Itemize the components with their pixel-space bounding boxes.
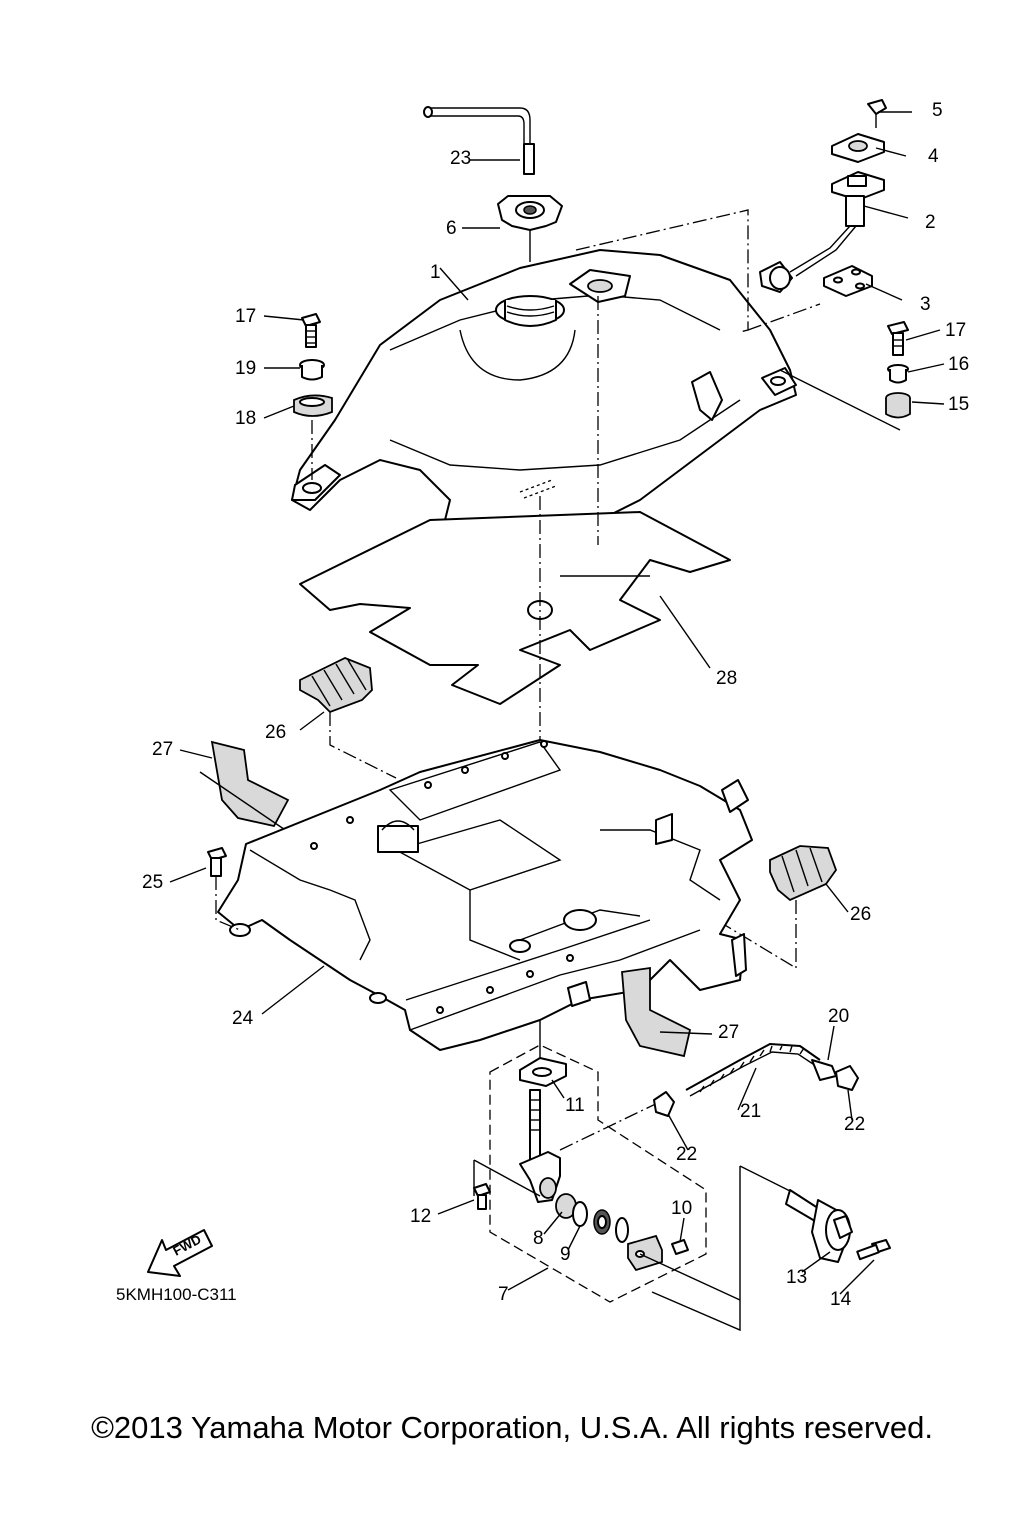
fwd-arrow-icon: FWD xyxy=(147,1229,213,1277)
leader-lines xyxy=(169,111,945,1295)
callout-6: 6 xyxy=(446,218,457,239)
right-mounting-hardware xyxy=(779,321,911,431)
callout-1: 1 xyxy=(430,262,441,283)
callout-21: 21 xyxy=(740,1101,761,1122)
callout-19: 19 xyxy=(235,358,256,379)
figure-code: 5KMH100-C311 xyxy=(116,1285,237,1304)
callout-12: 12 xyxy=(410,1206,431,1227)
fuel-tank-part xyxy=(291,249,797,585)
callout-20: 20 xyxy=(828,1006,849,1027)
callout-26: 26 xyxy=(265,722,286,743)
drain-part xyxy=(785,1189,891,1263)
callout-7: 7 xyxy=(498,1284,509,1305)
copyright-notice: ©2013 Yamaha Motor Corporation, U.S.A. A… xyxy=(91,1410,933,1445)
fuel-sender-part xyxy=(575,99,887,333)
callout-15: 15 xyxy=(948,394,969,415)
heat-guard-right-part xyxy=(621,966,692,1058)
fuel-cap-part xyxy=(497,195,563,262)
callout-8: 8 xyxy=(533,1228,544,1249)
callout-5: 5 xyxy=(932,100,943,121)
cushion-left-part xyxy=(299,657,397,779)
callout-4: 4 xyxy=(928,146,939,167)
vent-hose-part xyxy=(423,106,535,175)
callout-25: 25 xyxy=(142,872,163,893)
callout-13: 13 xyxy=(786,1267,807,1288)
bolt-25-part xyxy=(207,847,241,931)
callout-9: 9 xyxy=(560,1244,571,1265)
callout-16: 16 xyxy=(948,354,969,375)
callout-17: 17 xyxy=(235,306,256,327)
callout-14: 14 xyxy=(830,1289,852,1310)
callout-27: 27 xyxy=(152,739,173,760)
fuel-hose-part xyxy=(653,1043,859,1117)
callout-23: 23 xyxy=(450,148,471,169)
callout-22: 22 xyxy=(676,1144,697,1165)
callout-26: 26 xyxy=(850,904,871,925)
callout-24: 24 xyxy=(232,1008,254,1029)
callout-labels: 1234567891011121314151617171819202122222… xyxy=(142,100,969,1310)
callout-22: 22 xyxy=(844,1114,865,1135)
heat-guard-left-part xyxy=(199,740,301,841)
callout-17: 17 xyxy=(945,320,966,341)
callout-2: 2 xyxy=(925,212,936,233)
left-mounting-hardware xyxy=(293,313,333,480)
frame-tray-part xyxy=(217,739,753,1051)
callout-27: 27 xyxy=(718,1022,739,1043)
callout-3: 3 xyxy=(920,294,931,315)
callout-28: 28 xyxy=(716,668,737,689)
callout-11: 11 xyxy=(565,1095,585,1116)
callout-18: 18 xyxy=(235,408,256,429)
cushion-right-part xyxy=(699,845,838,970)
callout-10: 10 xyxy=(671,1198,692,1219)
